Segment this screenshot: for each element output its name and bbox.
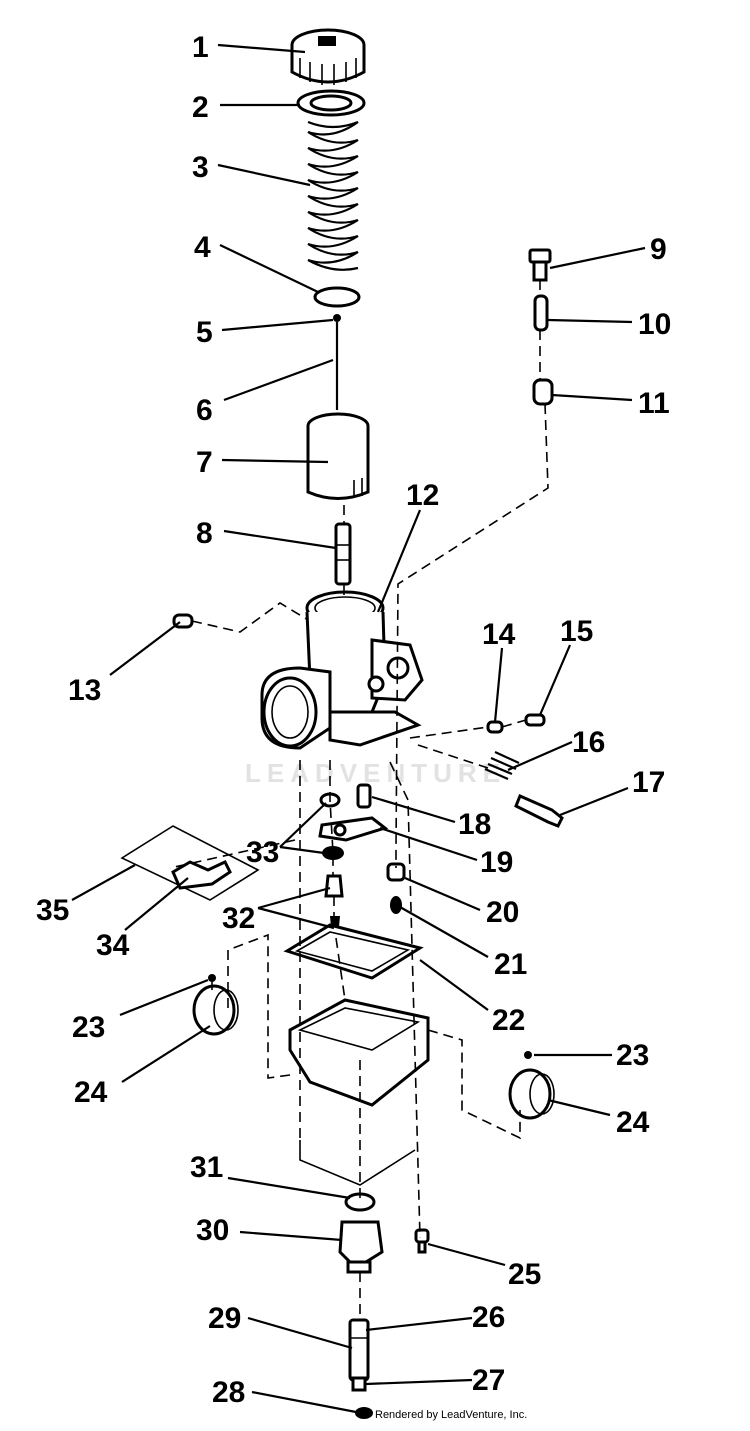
- leader-lines: [71, 43, 646, 1414]
- callout-11: 11: [638, 387, 670, 420]
- part-25-screw: [414, 1228, 430, 1254]
- callout-24a: 24: [74, 1076, 108, 1109]
- part-23a: [208, 974, 216, 982]
- part-29-main-jet: [348, 1318, 370, 1382]
- watermark: LEADVENTURE: [245, 758, 506, 788]
- callout-21: 21: [494, 948, 527, 981]
- callout-14: 14: [482, 618, 516, 651]
- float-bowl: [288, 998, 430, 1186]
- callout-32: 32: [222, 902, 255, 935]
- part-1-cap: [290, 28, 366, 85]
- part-28: [355, 1407, 373, 1419]
- carburetor-body: [260, 590, 424, 750]
- callout-24b: 24: [616, 1106, 650, 1139]
- callout-18: 18: [458, 808, 491, 841]
- part-32a: [324, 874, 344, 898]
- part-7-throttle-valve: [306, 412, 370, 500]
- assembly-lines: [169, 280, 549, 1320]
- callout-9: 9: [650, 233, 667, 266]
- callout-7: 7: [196, 446, 213, 479]
- part-14: [486, 720, 504, 734]
- part-33b: [322, 846, 344, 860]
- part-30-jet-holder: [338, 1220, 384, 1274]
- callout-35: 35: [36, 894, 69, 927]
- callout-33: 33: [246, 836, 279, 869]
- callout-3: 3: [192, 151, 209, 184]
- part-27: [351, 1376, 367, 1392]
- callout-28: 28: [212, 1376, 245, 1409]
- callout-22: 22: [492, 1004, 525, 1037]
- part-21: [390, 896, 402, 914]
- callout-5: 5: [196, 316, 213, 349]
- part-18: [356, 783, 372, 809]
- callout-6: 6: [196, 394, 213, 427]
- callout-19: 19: [480, 846, 513, 879]
- part-22-gasket: [283, 923, 424, 980]
- callout-10: 10: [638, 308, 671, 341]
- callout-34: 34: [96, 929, 130, 962]
- part-24a-plug: [192, 984, 239, 1036]
- part-17-screw: [514, 794, 564, 828]
- callout-4: 4: [194, 231, 211, 264]
- callout-25: 25: [508, 1258, 541, 1291]
- part-4-plate: [313, 286, 361, 308]
- callout-29: 29: [208, 1302, 241, 1335]
- callout-31: 31: [190, 1151, 223, 1184]
- part-2-washer: [296, 89, 366, 117]
- callout-12: 12: [406, 479, 439, 512]
- part-9-cap-nut: [528, 248, 552, 282]
- part-16-spring: [484, 751, 520, 781]
- part-10-spring: [533, 294, 549, 332]
- callout-26: 26: [472, 1301, 505, 1334]
- callout-17: 17: [632, 766, 665, 799]
- callout-20: 20: [486, 896, 519, 929]
- callout-30: 30: [196, 1214, 229, 1247]
- callout-27: 27: [472, 1364, 505, 1397]
- callout-13: 13: [68, 674, 101, 707]
- callout-8: 8: [196, 517, 213, 550]
- part-15: [524, 713, 546, 727]
- callout-1: 1: [192, 31, 209, 64]
- part-11-adjuster: [532, 378, 554, 406]
- part-8-needle-jet: [334, 522, 352, 586]
- callout-23b: 23: [616, 1039, 649, 1072]
- callout-labels: 1 2 3 4 5 6 7 8 9 10 11 12 13 14 15 16 1…: [36, 31, 671, 1409]
- part-5-clip: [333, 314, 341, 322]
- callout-16: 16: [572, 726, 605, 759]
- callout-2: 2: [192, 91, 209, 124]
- part-3-spring: [307, 120, 359, 271]
- callout-15: 15: [560, 615, 593, 648]
- part-24b-plug: [508, 1068, 555, 1120]
- part-20: [386, 862, 406, 882]
- part-23b: [524, 1051, 532, 1059]
- callout-23a: 23: [72, 1011, 105, 1044]
- part-19-float-arm: [318, 816, 389, 842]
- credit-text: Rendered by LeadVenture, Inc.: [375, 1409, 528, 1421]
